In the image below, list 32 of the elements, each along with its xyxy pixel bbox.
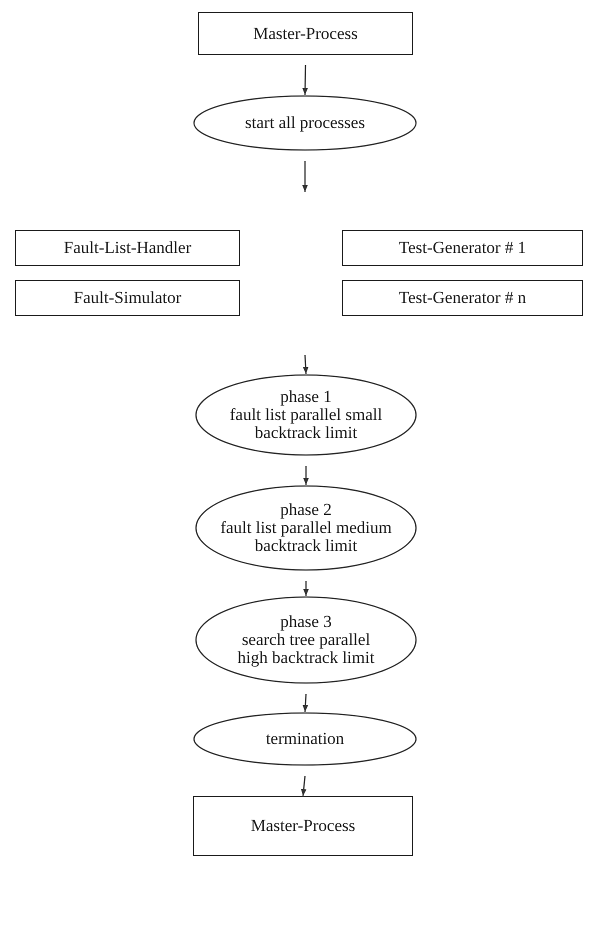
node-label: Fault-Simulator xyxy=(74,289,182,307)
node-label: phase 3 xyxy=(280,613,332,632)
phase-ellipse xyxy=(195,485,417,571)
process-box xyxy=(198,12,413,55)
process-ellipse xyxy=(193,712,417,766)
node-label: start all processes xyxy=(245,114,365,132)
arrow xyxy=(300,776,306,796)
node-label: Master-Process xyxy=(250,817,356,835)
arrow xyxy=(302,161,308,192)
arrow xyxy=(302,694,308,712)
node-description: search tree parallel high backtrack limit xyxy=(236,631,376,667)
node-label: Master-Process xyxy=(253,24,358,42)
process-box xyxy=(342,280,583,316)
arrow xyxy=(302,354,308,374)
node-label: Test-Generator # 1 xyxy=(398,239,526,257)
node-description: fault list parallel small backtrack limit xyxy=(228,406,384,442)
arrow xyxy=(303,581,309,596)
arrow xyxy=(302,64,308,96)
node-label: termination xyxy=(266,730,344,748)
process-box xyxy=(15,230,240,266)
phase-ellipse xyxy=(195,596,417,684)
arrow xyxy=(303,466,309,485)
node-label: phase 1 xyxy=(280,388,332,406)
node-description: fault list parallel medium backtrack limit xyxy=(219,519,393,555)
node-label: Fault-List-Handler xyxy=(64,239,192,257)
phase-ellipse xyxy=(195,374,417,456)
process-ellipse xyxy=(193,95,417,151)
process-box xyxy=(342,230,583,266)
process-box xyxy=(15,280,240,316)
node-label: phase 2 xyxy=(280,501,332,520)
node-label: Test-Generator # n xyxy=(398,289,526,307)
process-box xyxy=(193,796,413,856)
